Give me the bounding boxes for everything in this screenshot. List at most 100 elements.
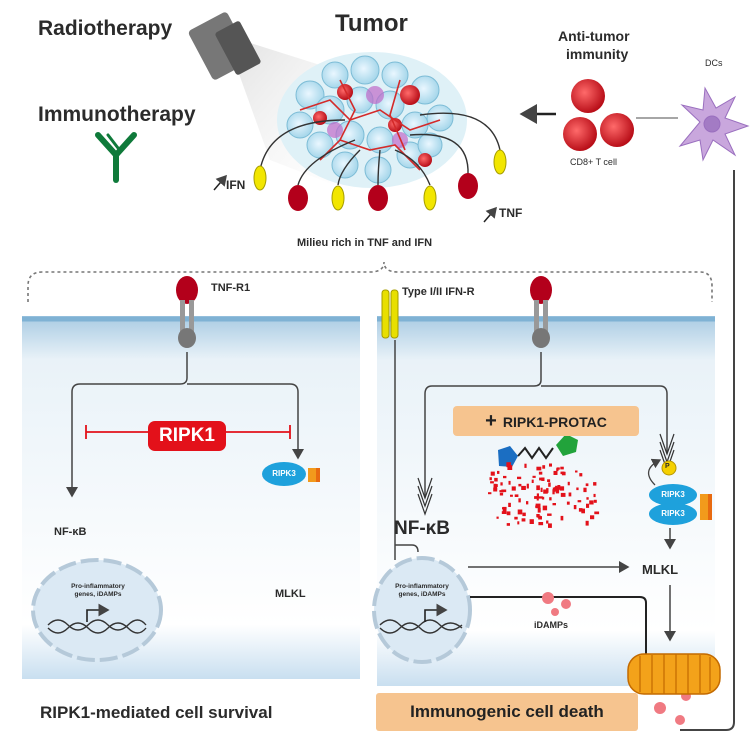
ripk1-fragment xyxy=(593,499,597,503)
ripk1-fragment xyxy=(499,492,504,496)
t-cell-icon xyxy=(563,79,634,151)
ripk1-fragment xyxy=(560,471,565,475)
tumor-label: Tumor xyxy=(335,10,408,37)
ripk1-fragment xyxy=(506,523,510,526)
ripk1-fragment xyxy=(537,515,541,518)
ripk1-fragment xyxy=(506,462,511,468)
ripk1-fragment xyxy=(500,482,503,486)
ripk1-fragment xyxy=(529,519,534,524)
ripk1-fragment xyxy=(547,479,551,482)
ripk1-fragment xyxy=(585,483,589,487)
ripk1-fragment xyxy=(510,494,513,497)
ripk1-fragment xyxy=(536,485,540,491)
ripk3-left-badge: RIPK3 xyxy=(262,462,306,486)
ripk1-fragment xyxy=(503,475,507,479)
ripk1-fragment xyxy=(511,486,516,491)
ripk1-fragment xyxy=(539,477,544,481)
degraded-ripk1 xyxy=(488,462,600,528)
ripk1-fragment xyxy=(494,477,498,482)
ripk1-fragment xyxy=(537,507,541,513)
ripk3-bottom-badge: RIPK3 xyxy=(649,503,697,525)
ripk1-fragment xyxy=(556,468,559,472)
dna-icon xyxy=(47,619,147,631)
left-nucleus-text: Pro-inflammatory genes, iDAMPs xyxy=(62,583,134,599)
ripk1-fragment xyxy=(518,498,521,503)
left-caption: RIPK1-mediated cell survival xyxy=(40,703,273,722)
ripk1-fragment xyxy=(553,470,558,475)
ripk1-fragment xyxy=(541,496,545,500)
cd8-label: CD8+ T cell xyxy=(570,157,617,167)
icd-caption: Immunogenic cell death xyxy=(376,693,638,731)
ripk1-fragment xyxy=(568,492,572,497)
ripk1-fragment xyxy=(566,501,570,505)
ripk1-fragment xyxy=(589,500,594,505)
ripk1-fragment xyxy=(521,518,526,522)
ripk1-fragment xyxy=(552,489,555,495)
left-nucleus xyxy=(31,558,163,662)
phospho-label: P xyxy=(665,463,670,470)
ripk1-fragment xyxy=(517,521,520,525)
protac-badge: +RIPK1-PROTAC xyxy=(453,406,639,436)
tnf-label: TNF xyxy=(499,206,523,220)
ripk1-fragment xyxy=(557,485,561,490)
ripk1-fragment xyxy=(514,516,518,520)
tnf-r1-label: TNF-R1 xyxy=(211,282,251,294)
tumor-mass xyxy=(277,52,467,188)
ripk1-fragment xyxy=(506,511,511,516)
ripk1-fragment xyxy=(555,485,558,489)
ripk3-complex xyxy=(648,458,712,520)
ripk1-fragment xyxy=(581,508,585,514)
antibody-icon xyxy=(95,132,137,183)
ripk1-fragment xyxy=(499,490,504,493)
ripk1-fragment xyxy=(549,497,552,501)
ripk1-fragment xyxy=(593,493,596,498)
ripk1-fragment xyxy=(526,483,529,489)
ripk1-fragment xyxy=(540,487,543,492)
ripk1-fragment xyxy=(490,471,495,476)
tumor-ligand-lines xyxy=(259,112,501,186)
dendritic-cell-icon xyxy=(678,86,750,162)
nfkb-right-label: NF-κB xyxy=(394,518,450,539)
ripk1-fragment xyxy=(575,470,578,473)
ripk1-inhibition-bars xyxy=(85,425,291,439)
right-downstream-lines xyxy=(468,528,676,655)
anti-tumor-label: Anti-tumor xyxy=(558,28,630,44)
immunotherapy-label: Immunotherapy xyxy=(38,103,196,126)
ripk1-fragment xyxy=(536,493,539,498)
ripk3-top-badge: RIPK3 xyxy=(649,484,697,506)
ripk1-fragment xyxy=(593,482,597,486)
mlkl-left-label: MLKL xyxy=(275,588,306,600)
ripk1-fragment xyxy=(576,487,579,491)
right-nucleus-text: Pro-inflammatory genes, iDAMPs xyxy=(384,583,460,599)
right-nucleus-line1: Pro-inflammatory xyxy=(395,583,449,590)
ripk1-fragment xyxy=(508,480,511,485)
ripk1-fragment xyxy=(548,482,551,487)
idamps-label: iDAMPs xyxy=(534,620,569,630)
ripk1-fragment xyxy=(579,473,583,477)
ripk1-fragment xyxy=(490,481,494,484)
ripk1-fragment xyxy=(538,522,544,526)
ripk1-fragment xyxy=(524,463,527,468)
right-nucleus-line2: genes, iDAMPs xyxy=(398,591,446,598)
ripk1-fragment xyxy=(501,489,507,493)
ripk1-fragment xyxy=(559,486,565,491)
ripk1-fragment xyxy=(532,475,536,478)
milieu-bracket xyxy=(27,261,713,302)
right-pathway-lines xyxy=(394,340,668,560)
ripk1-fragment xyxy=(577,500,582,503)
mlkl-tag xyxy=(308,468,318,482)
ripk1-fragment xyxy=(496,516,499,519)
ripk1-fragment xyxy=(536,496,539,501)
ripk1-fragment xyxy=(517,476,522,480)
ripk1-fragment xyxy=(578,508,583,512)
ripk1-fragment xyxy=(594,511,600,515)
ripk1-fragment xyxy=(583,487,587,493)
ripk1-fragment xyxy=(488,492,492,495)
ripk1-fragment xyxy=(526,501,529,505)
left-nucleus-line2: genes, iDAMPs xyxy=(74,591,122,598)
ripk1-fragment xyxy=(514,494,519,497)
ripk1-fragment xyxy=(590,515,595,520)
ripk1-fragment xyxy=(502,506,507,512)
ripk1-fragment xyxy=(546,520,549,524)
left-pathway-lines xyxy=(66,352,304,498)
